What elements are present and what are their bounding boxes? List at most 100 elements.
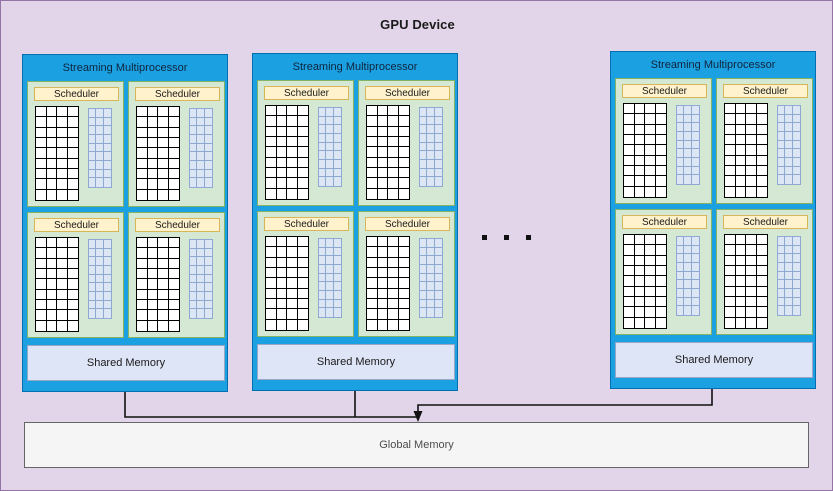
grid-cell bbox=[158, 179, 169, 190]
grid-cell bbox=[645, 245, 656, 256]
grid-cell bbox=[398, 289, 409, 299]
grid-cell bbox=[190, 283, 198, 292]
scheduler-unit[interactable]: Scheduler bbox=[716, 78, 813, 204]
grid-cell bbox=[624, 235, 635, 246]
grid-cell bbox=[96, 117, 104, 127]
scheduler-unit[interactable]: Scheduler bbox=[257, 211, 354, 337]
grid-cell bbox=[277, 188, 287, 199]
grid-cell bbox=[756, 166, 767, 177]
grid-cell bbox=[137, 258, 148, 269]
grid-cell bbox=[103, 301, 111, 310]
grid-cell bbox=[276, 288, 287, 299]
grid-cell bbox=[634, 276, 645, 287]
grid-cell bbox=[319, 239, 327, 248]
grid-cell bbox=[147, 127, 158, 138]
grid-cell bbox=[746, 145, 757, 156]
scheduler-unit[interactable]: Scheduler bbox=[128, 81, 225, 207]
grid-cell bbox=[46, 117, 57, 128]
grid-cell bbox=[326, 282, 334, 291]
grid-cell bbox=[677, 263, 685, 272]
grid-cell bbox=[792, 132, 800, 141]
grid-cell bbox=[398, 178, 409, 189]
grid-cell bbox=[785, 271, 793, 281]
grid-cell bbox=[645, 276, 656, 287]
grid-cell bbox=[103, 249, 111, 258]
grid-cell bbox=[756, 235, 767, 246]
grid-cell bbox=[89, 292, 97, 301]
grid-cell bbox=[677, 123, 685, 132]
grid-cell bbox=[756, 266, 767, 277]
grid-cell bbox=[434, 300, 442, 309]
grid-cell bbox=[197, 126, 205, 135]
scheduler-unit[interactable]: Scheduler bbox=[27, 212, 124, 338]
grid-cell bbox=[420, 177, 428, 186]
grid-cell bbox=[785, 237, 793, 246]
grid-cell bbox=[746, 104, 757, 115]
grid-cell bbox=[158, 127, 169, 138]
grid-cell bbox=[36, 248, 47, 259]
grid-cell bbox=[36, 168, 47, 180]
grid-cell bbox=[168, 300, 179, 311]
grid-cell bbox=[333, 125, 341, 134]
grid-cell bbox=[298, 189, 309, 199]
grid-cell bbox=[377, 309, 388, 320]
grid-cell bbox=[427, 291, 435, 300]
grid-cell bbox=[677, 158, 685, 167]
grid-cell bbox=[205, 178, 212, 187]
grid-cell bbox=[333, 256, 341, 265]
grid-cell bbox=[655, 125, 666, 135]
grid-cell bbox=[36, 179, 47, 190]
grid-cell bbox=[319, 151, 327, 160]
grid-cell bbox=[158, 189, 169, 200]
grid-cell bbox=[656, 187, 667, 197]
grid-cell bbox=[378, 188, 388, 199]
grid-cell bbox=[434, 291, 442, 300]
grid-cell bbox=[326, 142, 334, 152]
scheduler-unit[interactable]: Scheduler bbox=[128, 212, 225, 338]
grid-cell bbox=[36, 137, 47, 149]
grid-cell bbox=[319, 299, 327, 309]
scheduler-unit[interactable]: Scheduler bbox=[615, 78, 712, 204]
scheduler-unit[interactable]: Scheduler bbox=[27, 81, 124, 207]
grid-cell bbox=[67, 138, 78, 149]
grid-cell bbox=[691, 167, 699, 176]
grid-cell bbox=[677, 106, 685, 115]
grid-cell bbox=[326, 291, 334, 300]
scheduler-unit[interactable]: Scheduler bbox=[358, 211, 455, 337]
grid-cell bbox=[319, 116, 327, 126]
grid-cell bbox=[793, 306, 800, 315]
grid-cell bbox=[168, 290, 179, 300]
grid-cell bbox=[287, 257, 298, 268]
grid-cell bbox=[287, 136, 298, 148]
grid-cell bbox=[435, 308, 442, 317]
grid-cell bbox=[168, 259, 179, 269]
grid-cell bbox=[677, 280, 685, 289]
grid-cell bbox=[691, 254, 699, 263]
grid-cell bbox=[137, 127, 148, 138]
scheduler-unit[interactable]: Scheduler bbox=[358, 80, 455, 206]
grid-cell bbox=[276, 298, 287, 310]
grid-cell bbox=[746, 124, 757, 135]
grid-cell bbox=[197, 266, 205, 275]
scheduler-unit[interactable]: Scheduler bbox=[615, 209, 712, 335]
grid-cell bbox=[624, 265, 635, 277]
grid-cell bbox=[168, 107, 179, 118]
grid-cell bbox=[197, 161, 205, 170]
grid-cell bbox=[427, 168, 435, 178]
grid-cell bbox=[785, 132, 793, 141]
scheduler-label: Scheduler bbox=[34, 218, 119, 232]
grid-cell bbox=[67, 300, 78, 311]
grid-cell bbox=[68, 190, 79, 200]
grid-cell bbox=[190, 126, 198, 135]
scheduler-unit[interactable]: Scheduler bbox=[257, 80, 354, 206]
grid-cell bbox=[96, 292, 104, 301]
scheduler-label: Scheduler bbox=[723, 215, 808, 229]
grid-cell bbox=[67, 179, 78, 190]
grid-cell bbox=[96, 169, 104, 179]
grid-cell bbox=[420, 168, 428, 178]
scheduler-unit[interactable]: Scheduler bbox=[716, 209, 813, 335]
grid-cell bbox=[735, 307, 746, 318]
